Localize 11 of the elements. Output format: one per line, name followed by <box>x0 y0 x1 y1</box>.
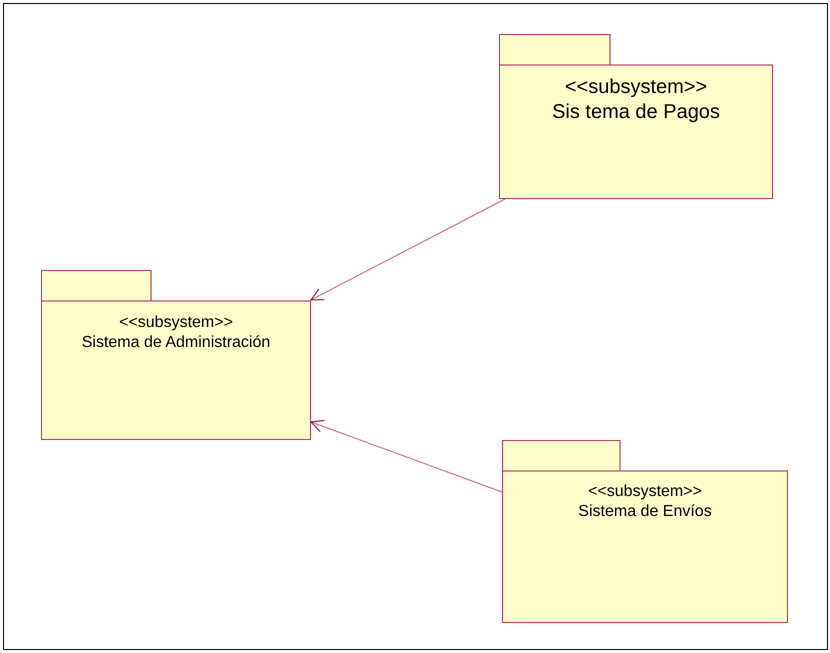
dependency-arrow <box>310 198 506 301</box>
package-folder <box>502 440 788 623</box>
stereotype-label: <<subsystem>> <box>588 482 702 502</box>
package-folder <box>499 34 773 199</box>
stereotype-label: <<subsystem>> <box>119 313 233 333</box>
subsystem-name: Sistema de Administración <box>82 333 270 353</box>
stereotype-label: <<subsystem>> <box>564 75 708 100</box>
subsystem-name: Sis tema de Pagos <box>552 100 720 125</box>
dependency-arrow <box>310 420 502 492</box>
package-folder <box>41 270 311 440</box>
subsystem-name: Sistema de Envíos <box>578 502 712 522</box>
